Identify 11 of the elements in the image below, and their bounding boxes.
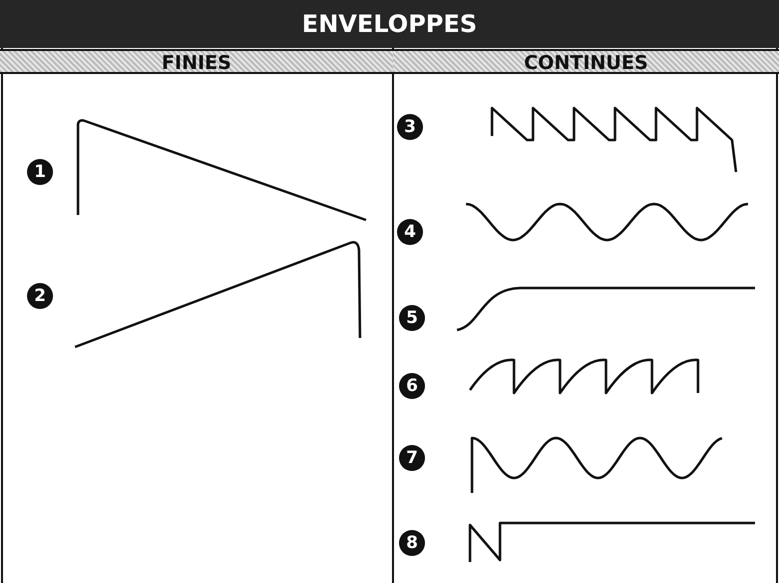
callout-number: 6	[399, 373, 425, 399]
title-banner: ENVELOPPES	[0, 0, 779, 48]
callout-number: 4	[397, 219, 423, 245]
column-header: CONTINUES	[393, 49, 779, 74]
callout-number: 3	[397, 114, 423, 140]
callout-number: 8	[399, 530, 425, 556]
callout-number: 1	[27, 159, 53, 185]
callout-number: 2	[27, 283, 53, 309]
callout-number: 5	[399, 305, 425, 331]
callout-number: 7	[399, 445, 425, 471]
column-header: FINIES	[0, 49, 393, 74]
